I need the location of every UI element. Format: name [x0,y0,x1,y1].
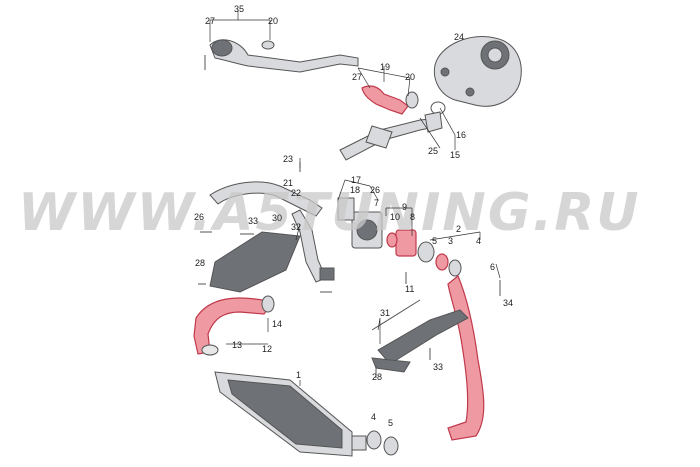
red-ring [386,232,398,248]
label-30: 30 [272,213,282,223]
gasket [405,91,419,109]
label-11: 11 [405,284,414,294]
ring-5 [383,436,399,456]
label-21: 21 [283,178,293,188]
intercooler [214,371,367,457]
egr-elbow-red [361,85,409,115]
charge-air-hose-left-red [193,297,271,355]
label-14: 14 [272,319,282,329]
label-8: 8 [410,212,415,222]
part-numbers: 35 27 20 24 19 27 20 16 25 15 23 21 22 1… [194,4,513,428]
clamp-lower [201,344,219,356]
label-34: 34 [503,298,513,308]
label-31: 31 [380,308,390,318]
clamp-left [261,295,275,313]
label-15: 15 [450,150,460,160]
label-3: 3 [448,236,453,246]
label-1: 1 [296,370,301,380]
turbo-housing [433,36,522,107]
label-6: 6 [490,262,495,272]
label-13: 13 [232,340,242,350]
label-24: 24 [454,32,464,42]
label-10: 10 [390,212,400,222]
label-28: 28 [195,258,205,268]
label-2: 2 [456,224,461,234]
label-27: 27 [205,16,215,26]
egr-cooler-pipe [209,181,335,283]
label-27b: 27 [352,72,362,82]
label-17: 17 [351,175,361,185]
label-33: 33 [248,216,258,226]
label-20: 20 [268,16,278,26]
label-26: 26 [370,185,380,195]
label-4b: 4 [371,412,376,422]
adapter [417,241,435,263]
label-23: 23 [283,154,293,164]
label-7: 7 [374,198,379,208]
label-25: 25 [428,146,438,156]
label-33b: 33 [433,362,443,372]
label-5: 5 [432,236,437,246]
watermark-text: WWW.A5TUNING.RU [18,183,641,243]
intake-duct [371,299,469,373]
label-35: 35 [234,4,244,14]
red-ring-2 [435,253,449,271]
leader-lines [209,10,501,386]
egr-pipe-upper [204,39,359,73]
label-19: 19 [380,62,390,72]
label-28b: 28 [372,372,382,382]
egr-tube [339,111,443,161]
ring-4 [366,430,382,450]
label-26b: 26 [194,212,204,222]
label-22: 22 [291,188,301,198]
label-16: 16 [456,130,466,140]
throttle-body [337,197,383,249]
label-5b: 5 [388,418,393,428]
heat-shield [209,231,301,293]
charge-air-hose-red [447,275,485,441]
label-4: 4 [476,236,481,246]
label-32: 32 [291,222,301,232]
label-18: 18 [350,185,360,195]
label-20b: 20 [405,72,415,82]
label-12: 12 [262,344,272,354]
clamp [448,259,462,277]
label-9: 9 [402,202,407,212]
